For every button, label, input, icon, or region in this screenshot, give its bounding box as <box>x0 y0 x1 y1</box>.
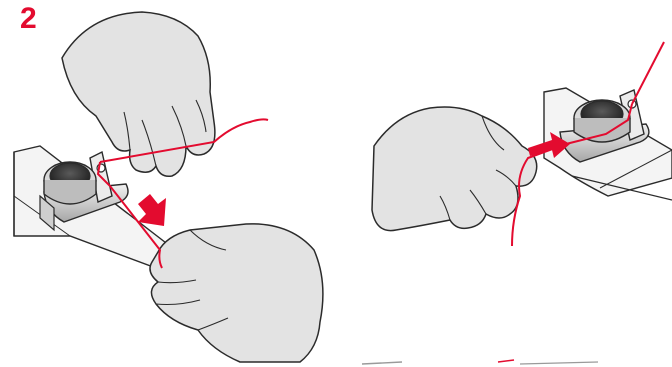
hand-icon <box>62 12 215 176</box>
hand-icon <box>150 224 323 362</box>
bottom-fragments <box>362 360 598 364</box>
hand-icon <box>372 107 537 231</box>
arrow-icon <box>138 194 166 226</box>
